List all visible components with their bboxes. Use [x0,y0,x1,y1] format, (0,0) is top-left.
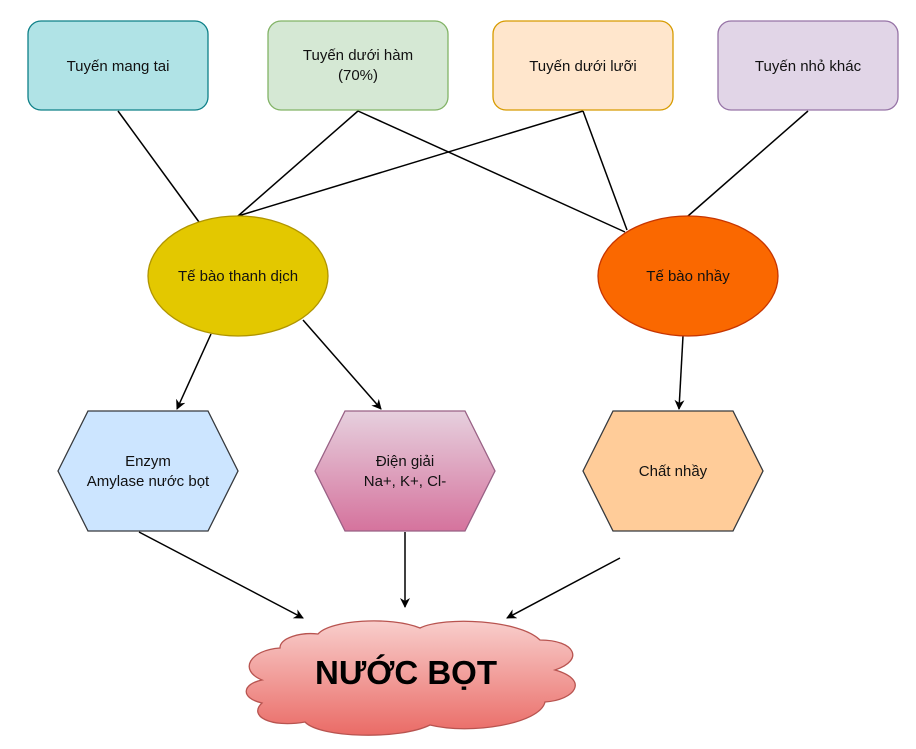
result-cloud-shape[interactable] [245,620,576,736]
gland-submandibular-label-line2: (70%) [338,67,378,84]
gland-sublingual[interactable]: Tuyến dưới lưỡi [492,20,674,111]
gland-parotid[interactable]: Tuyến mang tai [27,20,209,111]
gland-minor-box[interactable] [717,20,899,111]
product-electrolyte-hexagon[interactable] [314,410,496,532]
gland-submandibular[interactable]: Tuyến dưới hàm (70%) [267,20,449,111]
cell-serous[interactable]: Tế bào thanh dịch [147,215,329,337]
edge-minor-mucous [687,110,809,217]
product-enzyme[interactable]: Enzym Amylase nước bọt [57,410,239,532]
product-electrolyte[interactable]: Điện giải Na+, K+, Cl- [314,410,496,532]
cell-serous-ellipse[interactable] [147,215,329,337]
gland-minor[interactable]: Tuyến nhỏ khác [717,20,899,111]
edge-sublingual-mucous [582,110,628,231]
cell-mucous-label: Tế bào nhầy [646,268,730,285]
product-enzyme-label-line1: Enzym [125,453,171,470]
cell-mucous[interactable]: Tế bào nhầy [597,215,779,337]
product-mucus-label: Chất nhầy [639,463,708,480]
product-mucus[interactable]: Chất nhầy [582,410,764,532]
product-electrolyte-label-line2: Na+, K+, Cl- [364,473,447,490]
arrow-serous-enzyme [176,333,212,410]
edge-parotid-serous [117,110,200,223]
cell-mucous-ellipse[interactable] [597,215,779,337]
arrow-mucus-result [506,557,621,619]
connectors [117,110,809,619]
product-electrolyte-label-line1: Điện giải [376,453,434,470]
result-saliva-label: NƯỚC BỌT [315,654,497,691]
gland-parotid-box[interactable] [27,20,209,111]
product-mucus-hexagon[interactable] [582,410,764,532]
gland-sublingual-box[interactable] [492,20,674,111]
gland-sublingual-label: Tuyến dưới lưỡi [529,58,637,75]
edge-submandibular-serous [237,110,359,217]
cell-serous-label: Tế bào thanh dịch [178,268,298,285]
gland-minor-label: Tuyến nhỏ khác [755,58,862,75]
arrow-mucous-mucus [674,335,685,410]
product-enzyme-label-line2: Amylase nước bọt [87,473,210,490]
gland-parotid-label: Tuyến mang tai [67,58,170,75]
result-saliva[interactable]: NƯỚC BỌT [245,620,576,736]
edge-submandibular-mucous [357,110,626,233]
product-enzyme-hexagon[interactable] [57,410,239,532]
edge-sublingual-serous [237,110,584,217]
gland-submandibular-label-line1: Tuyến dưới hàm [303,47,413,64]
arrow-serous-electrolyte [302,319,382,410]
gland-submandibular-box[interactable] [267,20,449,111]
arrow-enzyme-result [138,531,304,619]
